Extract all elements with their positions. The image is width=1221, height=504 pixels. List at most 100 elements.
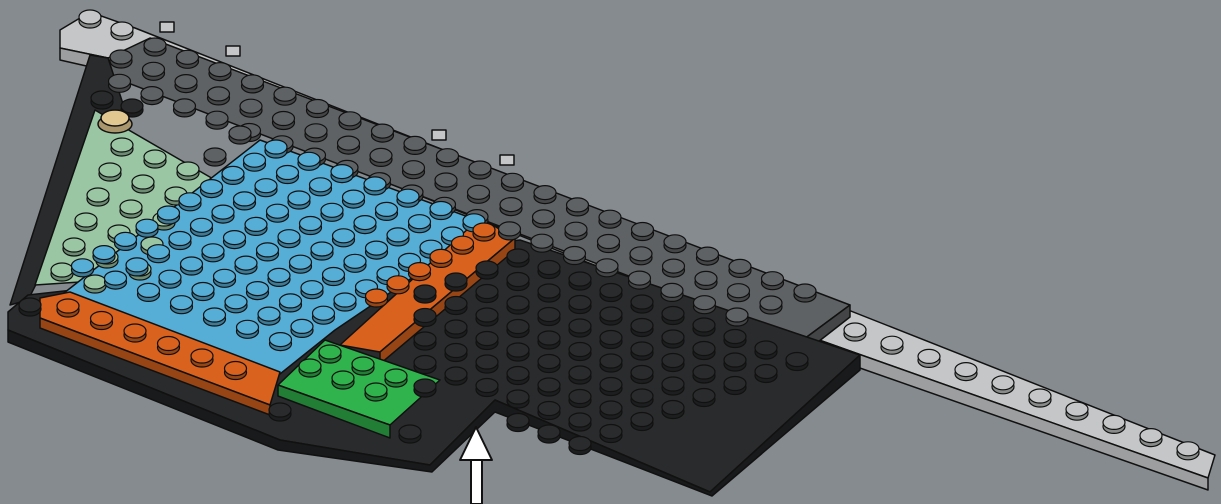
stud bbox=[502, 173, 524, 191]
stud bbox=[224, 231, 246, 249]
stud bbox=[760, 296, 782, 314]
stud bbox=[177, 162, 199, 180]
stud bbox=[663, 259, 685, 277]
stud bbox=[662, 354, 684, 372]
stud bbox=[430, 202, 452, 220]
clip bbox=[226, 46, 240, 56]
stud bbox=[662, 307, 684, 325]
clip bbox=[432, 130, 446, 140]
stud bbox=[631, 413, 653, 431]
stud bbox=[476, 355, 498, 373]
stud bbox=[209, 63, 231, 81]
stud bbox=[794, 284, 816, 302]
stud bbox=[755, 365, 777, 383]
stud bbox=[631, 342, 653, 360]
stud bbox=[565, 222, 587, 240]
stud bbox=[387, 276, 409, 294]
stud bbox=[300, 217, 322, 235]
stud bbox=[445, 344, 467, 362]
stud bbox=[693, 342, 715, 360]
stud bbox=[409, 215, 431, 233]
stud bbox=[397, 189, 419, 207]
stud bbox=[632, 223, 654, 241]
stud bbox=[531, 234, 553, 252]
stud bbox=[338, 136, 360, 154]
stud bbox=[204, 308, 226, 326]
stud bbox=[468, 185, 490, 203]
stud bbox=[179, 193, 201, 211]
stud bbox=[87, 188, 109, 206]
stud bbox=[372, 124, 394, 142]
stud bbox=[181, 257, 203, 275]
stud bbox=[255, 179, 277, 197]
stud bbox=[299, 359, 321, 377]
stud bbox=[144, 38, 166, 56]
stud bbox=[280, 294, 302, 312]
stud bbox=[567, 198, 589, 216]
stud bbox=[693, 365, 715, 383]
stud bbox=[538, 261, 560, 279]
stud bbox=[414, 379, 436, 397]
stud bbox=[141, 87, 163, 105]
stud bbox=[247, 282, 269, 300]
stud bbox=[339, 112, 361, 130]
stud bbox=[234, 192, 256, 210]
stud bbox=[258, 307, 280, 325]
stud bbox=[600, 378, 622, 396]
stud bbox=[311, 242, 333, 260]
stud bbox=[533, 210, 555, 228]
stud bbox=[445, 273, 467, 291]
stud bbox=[364, 177, 386, 195]
stud bbox=[569, 366, 591, 384]
stud bbox=[278, 230, 300, 248]
stud bbox=[370, 148, 392, 166]
stud bbox=[499, 222, 521, 240]
stud bbox=[57, 299, 79, 317]
stud bbox=[159, 270, 181, 288]
stud bbox=[111, 22, 133, 40]
stud bbox=[265, 140, 287, 158]
stud bbox=[75, 213, 97, 231]
stud bbox=[333, 229, 355, 247]
stud bbox=[414, 309, 436, 327]
stud bbox=[538, 308, 560, 326]
stud bbox=[245, 217, 267, 235]
stud bbox=[596, 259, 618, 277]
stud bbox=[569, 319, 591, 337]
stud bbox=[222, 166, 244, 184]
stud bbox=[600, 354, 622, 372]
stud bbox=[321, 203, 343, 221]
stud bbox=[352, 357, 374, 375]
stud bbox=[786, 353, 808, 371]
stud bbox=[270, 333, 292, 351]
stud bbox=[631, 389, 653, 407]
stud bbox=[538, 284, 560, 302]
stud bbox=[307, 100, 329, 118]
stud bbox=[120, 200, 142, 218]
stud bbox=[115, 232, 137, 250]
stud bbox=[158, 206, 180, 224]
stud bbox=[235, 256, 257, 274]
stud bbox=[1103, 415, 1125, 433]
stud bbox=[192, 283, 214, 301]
stud bbox=[174, 99, 196, 117]
stud bbox=[143, 62, 165, 80]
stud bbox=[726, 308, 748, 326]
stud bbox=[918, 349, 940, 367]
stud bbox=[354, 216, 376, 234]
stud bbox=[507, 320, 529, 338]
stud bbox=[323, 268, 345, 286]
stud bbox=[110, 50, 132, 68]
stud bbox=[93, 246, 115, 264]
stud bbox=[445, 320, 467, 338]
stud bbox=[414, 332, 436, 350]
stud bbox=[729, 259, 751, 277]
stud bbox=[569, 272, 591, 290]
stud bbox=[99, 163, 121, 181]
stud bbox=[399, 425, 421, 443]
stud bbox=[534, 186, 556, 204]
stud bbox=[569, 343, 591, 361]
stud bbox=[469, 161, 491, 179]
stud bbox=[366, 289, 388, 307]
